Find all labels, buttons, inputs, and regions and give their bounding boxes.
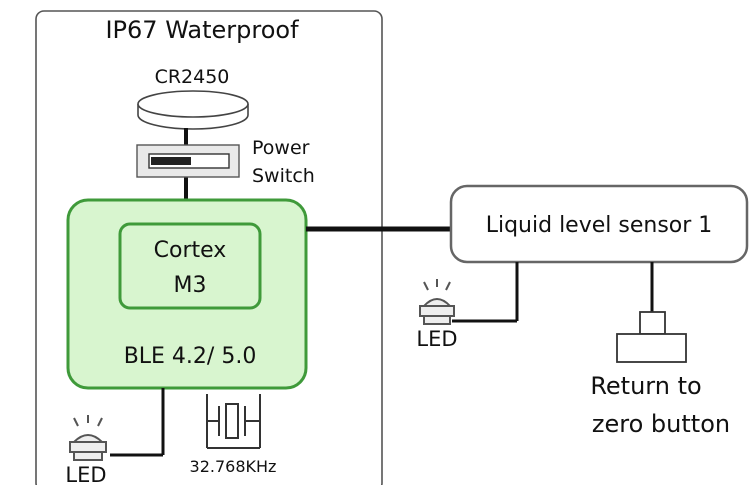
enclosure-title: IP67 Waterproof — [105, 16, 299, 44]
push-button-icon — [616, 311, 687, 363]
power-switch-icon — [136, 144, 240, 178]
led-right-label: LED — [416, 327, 457, 351]
crystal-label: 32.768KHz — [190, 457, 277, 476]
battery-label: CR2450 — [155, 66, 230, 88]
cortex-core-block — [118, 222, 262, 310]
led-left-label: LED — [65, 463, 106, 485]
power-switch-label-line1: Power — [252, 137, 310, 159]
cortex-label-line1: Cortex — [154, 238, 227, 263]
button-label-line1: Return to — [590, 372, 701, 400]
button-label-line2: zero button — [592, 410, 730, 438]
sensor-label: Liquid level sensor 1 — [486, 213, 713, 238]
coin-cell-battery-icon — [137, 90, 249, 130]
liquid-level-sensor-block — [449, 184, 749, 264]
power-switch-label-line2: Switch — [252, 165, 315, 187]
ble-label: BLE 4.2/ 5.0 — [124, 344, 257, 369]
led-left-icon — [69, 415, 107, 461]
crystal-oscillator-icon — [206, 394, 261, 449]
waterproof-enclosure — [35, 10, 383, 485]
cortex-label-line2: M3 — [174, 273, 207, 298]
led-right-icon — [419, 279, 455, 325]
